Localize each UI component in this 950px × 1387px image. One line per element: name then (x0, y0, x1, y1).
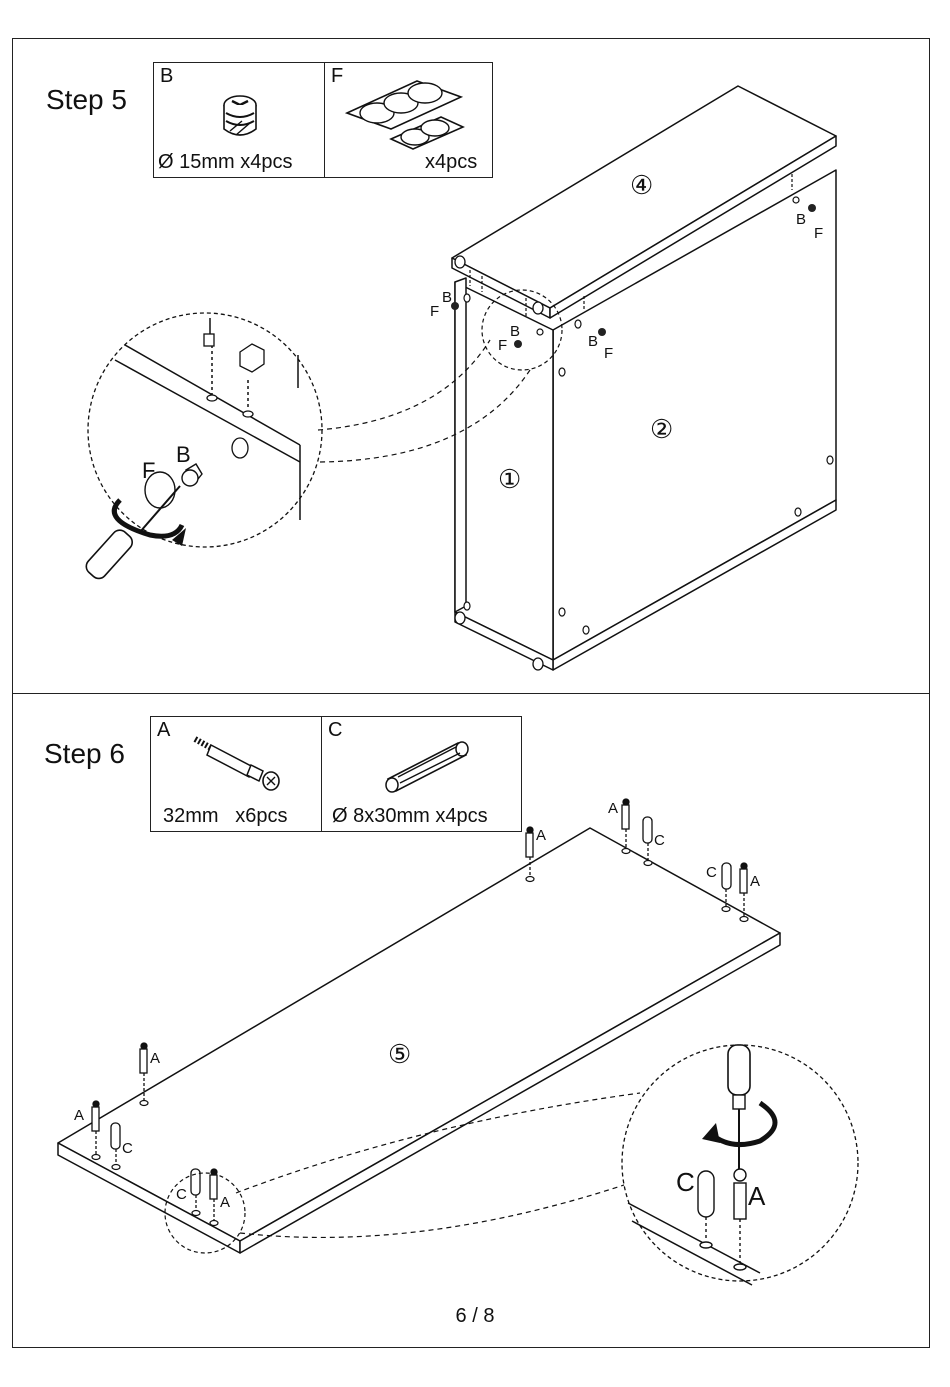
wood-dowel-icon (385, 741, 469, 793)
svg-text:A: A (536, 827, 546, 844)
detail-label-a: A (748, 1181, 766, 1211)
step-6-detail-source-circle (164, 1172, 246, 1254)
part-c-code: C (328, 719, 343, 741)
svg-text:F: F (604, 345, 613, 362)
part-a-code: A (157, 719, 171, 741)
step-6-parts-box: A 32mm x6pcs C Ø 8x30mm x4pcs (150, 716, 522, 832)
part-a-spec: 32mm x6pcs (163, 805, 288, 827)
step-5-illustration: B F B F B F B F B F ④ ② ① (85, 85, 837, 671)
step-5-parts-box: B Ø 15mm x4pcs F x4pcs (153, 62, 493, 178)
part-f-code: F (331, 65, 344, 87)
svg-text:B: B (796, 211, 806, 228)
svg-text:C: C (706, 864, 717, 881)
page-number: 6 / 8 (455, 1305, 495, 1327)
detail-label-c: C (676, 1167, 695, 1197)
svg-text:F: F (498, 337, 507, 354)
detail-zoom-circle (87, 312, 323, 548)
svg-text:A: A (74, 1107, 84, 1124)
svg-text:C: C (122, 1140, 133, 1157)
svg-text:B: B (442, 289, 452, 306)
panel-2-label: ② (650, 414, 673, 444)
svg-text:A: A (750, 873, 760, 890)
step-6-title: Step 6 (44, 738, 125, 769)
svg-text:B: B (588, 333, 598, 350)
step-6-illustration: A A C C A A A C C A C A ⑤ (57, 798, 859, 1286)
part-f-qty: x4pcs (425, 151, 478, 173)
part-a-cell: A 32mm x6pcs (151, 717, 321, 831)
part-b-code: B (160, 65, 174, 87)
step-6-screwdriver-icon (702, 1044, 778, 1169)
svg-text:F: F (814, 225, 823, 242)
svg-text:A: A (220, 1194, 230, 1211)
svg-text:A: A (150, 1050, 160, 1067)
svg-text:A: A (608, 800, 618, 817)
svg-text:B: B (510, 323, 520, 340)
screwdriver-icon (85, 463, 203, 580)
sticker-cap-icon (344, 80, 465, 150)
detail-label-b: B (176, 442, 191, 467)
part-b-spec: Ø 15mm x4pcs (158, 151, 293, 173)
part-c-spec: Ø 8x30mm x4pcs (332, 805, 488, 827)
detail-source-circle (481, 289, 563, 371)
panel-1-label: ① (498, 464, 521, 494)
step-divider (12, 693, 930, 694)
panel-4-label: ④ (630, 170, 653, 200)
part-f-cell: F x4pcs (324, 63, 494, 177)
svg-text:F: F (430, 303, 439, 320)
panel-5-label: ⑤ (388, 1039, 411, 1069)
svg-text:C: C (176, 1186, 187, 1203)
part-b-cell: B Ø 15mm x4pcs (154, 63, 324, 177)
cam-lock-icon (223, 95, 257, 136)
cam-bolt-icon (193, 736, 280, 791)
part-c-cell: C Ø 8x30mm x4pcs (321, 717, 523, 831)
detail-label-f: F (142, 458, 155, 483)
svg-text:C: C (654, 832, 665, 849)
step-5-title: Step 5 (46, 84, 127, 115)
